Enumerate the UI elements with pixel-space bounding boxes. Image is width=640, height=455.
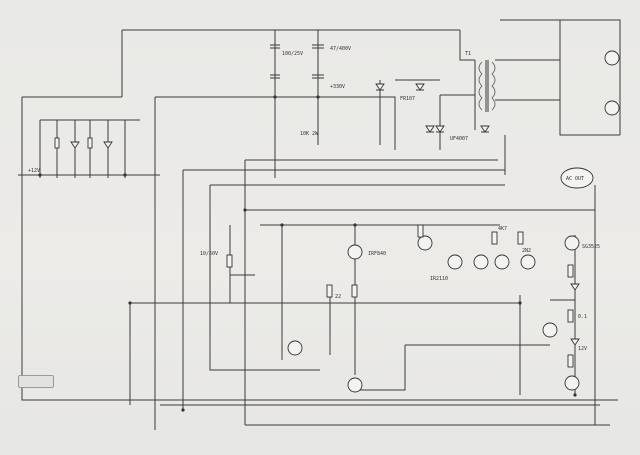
bulk-capacitors: 100/25V 47/400V +330V 10K 2W <box>270 44 351 137</box>
input-section: +12V <box>28 119 140 178</box>
r20-label: 10K 2W <box>300 131 319 137</box>
ac-out-label: AC OUT <box>566 176 584 182</box>
boot-cap-label: 10/50V <box>200 251 218 257</box>
driver-ic-label: IR2110 <box>430 276 448 282</box>
zener-label: 12V <box>578 346 587 352</box>
c12-label: 100/25V <box>282 51 303 57</box>
osc-ic-label: SG3525 <box>582 244 600 250</box>
vdd-bus-label: +330V <box>330 84 345 90</box>
gate-resistor-label: 22 <box>335 294 341 300</box>
sheet-stamp <box>18 375 54 388</box>
t1-label: T1 <box>465 51 471 57</box>
junctions <box>38 95 577 412</box>
mosfet-label: IRF840 <box>368 251 386 257</box>
fr107-label: FR107 <box>400 96 415 102</box>
ct-label: 2N2 <box>522 248 531 254</box>
c13-label: 47/400V <box>330 46 351 52</box>
sense-resistor-label: 0.1 <box>578 314 587 320</box>
driver-section: IRF840 IR2110 22 10/50V 0.1 12V SG3525 4… <box>200 224 600 393</box>
vdd12-label: +12V <box>28 168 40 174</box>
rt-label: 4K7 <box>498 226 507 232</box>
rectifier-diodes: FR107 UF4007 <box>375 83 490 142</box>
transformer-section: T1 <box>379 19 621 175</box>
wires <box>18 29 618 430</box>
uf4007-label: UF4007 <box>450 136 468 142</box>
output-connector: AC OUT <box>560 167 594 189</box>
